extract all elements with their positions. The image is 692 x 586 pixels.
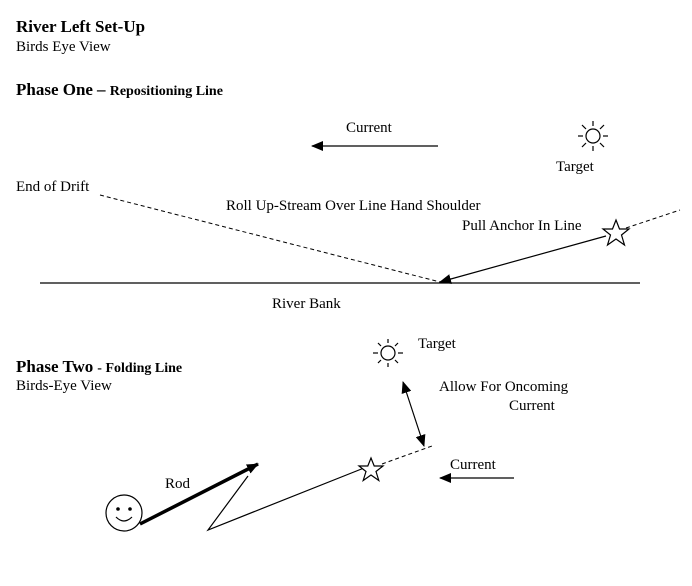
page-title: River Left Set-Up bbox=[16, 17, 146, 36]
target-label: Target bbox=[418, 336, 456, 352]
target-label: Target bbox=[556, 159, 594, 175]
phase-two-subtitle: Birds-Eye View bbox=[16, 378, 112, 394]
phase-one-title: Phase One – Repositioning Line bbox=[16, 81, 223, 99]
anchor-dashed-line bbox=[625, 209, 681, 229]
folding-line bbox=[206, 467, 365, 532]
phase-two-title-main: Phase Two bbox=[16, 357, 94, 376]
allow-current-label-line2: Current bbox=[509, 398, 555, 414]
pull-anchor-arrow bbox=[439, 235, 607, 284]
smiley-face-icon bbox=[105, 494, 143, 532]
rod-label: Rod bbox=[165, 476, 191, 492]
phase-two-diagram bbox=[105, 339, 514, 532]
phase-two-title-sub: Folding Line bbox=[105, 361, 183, 376]
phase-one-title-main: Phase One bbox=[16, 80, 93, 99]
star-icon bbox=[601, 218, 631, 247]
sun-icon bbox=[578, 121, 608, 151]
rod-arrow bbox=[139, 462, 259, 526]
roll-upstream-label: Roll Up-Stream Over Line Hand Shoulder bbox=[226, 198, 481, 214]
current-label: Current bbox=[346, 120, 392, 136]
allow-current-label-line1: Allow For Oncoming bbox=[439, 379, 569, 395]
drift-dashed-line bbox=[99, 194, 441, 283]
river-bank-label: River Bank bbox=[272, 296, 341, 312]
current-label: Current bbox=[450, 457, 496, 473]
phase-two-title-sep: - bbox=[97, 361, 106, 376]
star-icon bbox=[357, 456, 385, 483]
phase-one-diagram bbox=[40, 121, 681, 284]
sun-icon bbox=[373, 339, 403, 367]
phase-two-title: Phase Two - Folding Line bbox=[16, 358, 182, 376]
page-subtitle: Birds Eye View bbox=[16, 39, 111, 55]
end-of-drift-label: End of Drift bbox=[16, 179, 90, 195]
fold-dashed-line bbox=[381, 445, 433, 465]
phase-one-title-sub: Repositioning Line bbox=[109, 84, 223, 99]
allow-current-arrow bbox=[401, 381, 426, 447]
phase-one-title-sep: – bbox=[96, 80, 110, 99]
pull-anchor-label: Pull Anchor In Line bbox=[462, 218, 582, 234]
